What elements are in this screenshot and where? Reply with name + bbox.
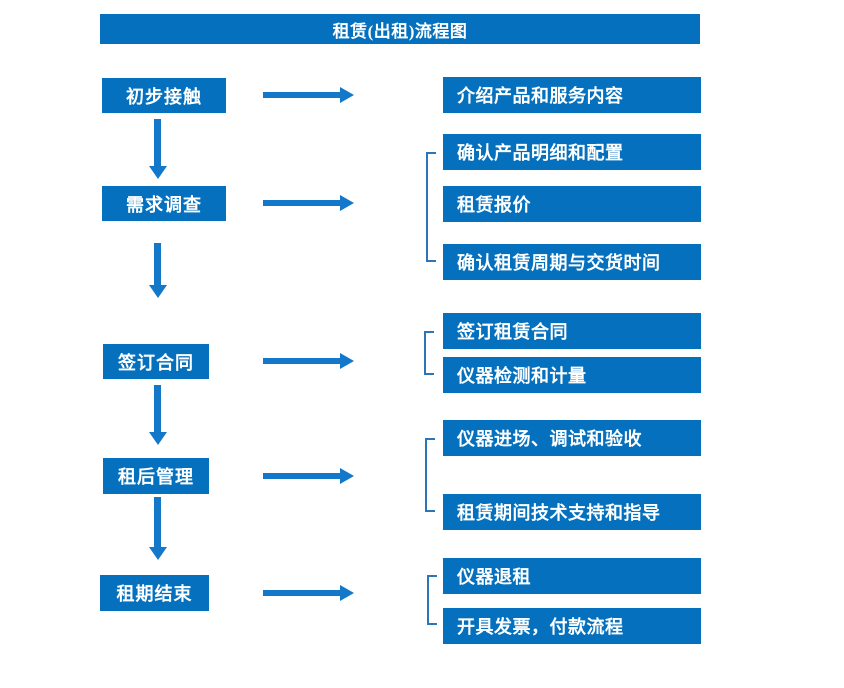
detail-instrument-setup-acceptance: 仪器进场、调试和验收	[443, 420, 701, 456]
detail-confirm-period-delivery: 确认租赁周期与交货时间	[443, 244, 701, 280]
group-bracket-sign-contract	[424, 331, 434, 375]
detail-confirm-product-config: 确认产品明细和配置	[443, 134, 701, 170]
detail-invoice-payment: 开具发票，付款流程	[443, 608, 701, 644]
flow-step-label: 租期结束	[116, 584, 193, 604]
arrow-right-icon-5	[263, 590, 340, 596]
detail-label: 开具发票，付款流程	[457, 617, 624, 637]
detail-instrument-return: 仪器退租	[443, 558, 701, 594]
arrow-down-icon-4	[154, 497, 161, 547]
detail-label: 仪器进场、调试和验收	[457, 429, 642, 449]
flow-step-post-rental-management: 租后管理	[103, 458, 209, 494]
detail-label: 租赁报价	[457, 195, 531, 215]
flow-step-demand-survey: 需求调查	[102, 186, 226, 221]
arrow-down-icon-3	[154, 385, 161, 432]
arrow-right-icon-3	[263, 358, 340, 364]
group-bracket-post-rental	[425, 438, 435, 512]
flow-step-label: 初步接触	[126, 86, 202, 107]
flow-step-label: 租后管理	[118, 467, 194, 487]
arrow-right-icon-1	[263, 92, 340, 98]
flow-step-label: 需求调查	[126, 194, 202, 215]
arrow-down-icon-2	[154, 243, 161, 285]
title-bar: 租赁(出租)流程图	[100, 14, 700, 44]
flow-step-initial-contact: 初步接触	[102, 78, 226, 113]
detail-instrument-inspection: 仪器检测和计量	[443, 357, 701, 393]
group-bracket-demand-survey	[426, 152, 436, 262]
detail-rental-quote: 租赁报价	[443, 186, 701, 222]
detail-rental-tech-support: 租赁期间技术支持和指导	[443, 494, 701, 530]
detail-label: 签订租赁合同	[457, 322, 568, 342]
detail-intro-products-services: 介绍产品和服务内容	[443, 77, 701, 113]
arrow-down-icon-1	[154, 119, 161, 166]
detail-label: 确认租赁周期与交货时间	[457, 253, 661, 273]
page-title: 租赁(出租)流程图	[332, 21, 468, 41]
detail-label: 确认产品明细和配置	[457, 143, 624, 163]
flow-step-rental-end: 租期结束	[100, 575, 209, 611]
arrow-right-icon-2	[263, 200, 340, 206]
detail-label: 仪器退租	[457, 567, 531, 587]
arrow-right-icon-4	[263, 473, 340, 479]
detail-sign-rental-contract: 签订租赁合同	[443, 313, 701, 349]
flow-step-sign-contract: 签订合同	[103, 344, 209, 379]
detail-label: 介绍产品和服务内容	[457, 86, 624, 106]
detail-label: 仪器检测和计量	[457, 366, 587, 386]
group-bracket-rental-end	[427, 575, 437, 625]
detail-label: 租赁期间技术支持和指导	[457, 503, 661, 523]
flow-step-label: 签订合同	[118, 352, 194, 373]
